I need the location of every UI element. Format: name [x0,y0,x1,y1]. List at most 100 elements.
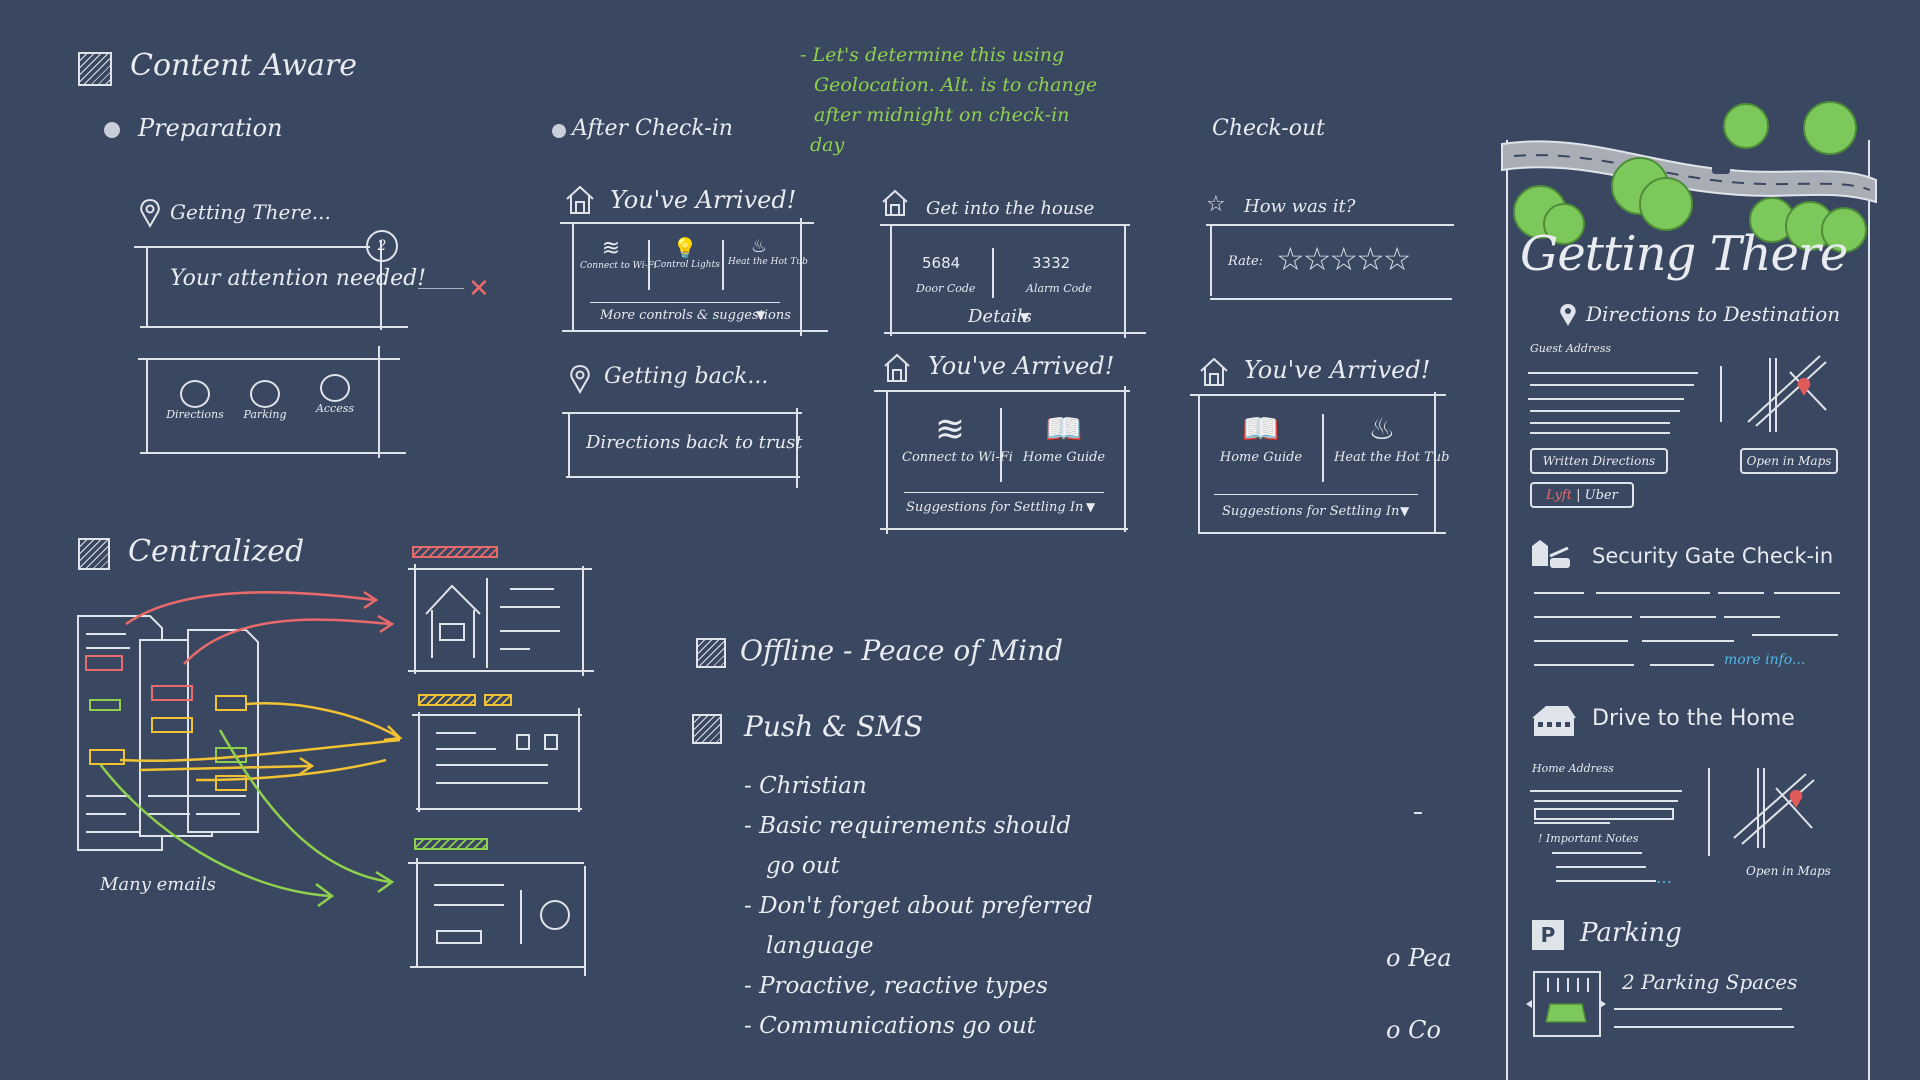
push-item-comms: - Communications go out [744,1013,1036,1039]
open-in-maps-link[interactable]: Open in Maps [1746,864,1831,878]
checkout-suggestions-link[interactable]: Suggestions for Settling In [1222,504,1400,519]
label-get-into-house: Get into the house [926,198,1095,219]
map-thumbnail [1747,355,1827,432]
alarm-code-label: Alarm Code [1026,282,1092,295]
priority-bar-green [414,838,488,850]
phone-title: Getting There [1520,226,1848,282]
bullet-preparation [104,122,120,138]
label-getting-back: Getting back... [604,364,769,389]
access-button[interactable]: Access [300,374,370,415]
geolocation-note: - Let's determine this using Geolocation… [800,44,1098,156]
hot-tub-button[interactable]: ♨ Heat the Hot Tub [728,236,808,267]
priority-bar-yellow [418,694,476,706]
gate-car-icon [1532,540,1570,568]
security-heading: Security Gate Check-in [1592,544,1834,568]
phone-frame [1506,140,1870,1080]
checkbox-content-aware [78,52,112,86]
door-code-label: Door Code [916,282,976,295]
parking-heading: Parking [1580,918,1682,948]
checkbox-centralized [78,538,110,570]
access-icon [320,374,350,402]
checkbox-push [692,714,722,744]
bullet-after-checkin [552,124,566,138]
house-sketch-icon [425,584,481,658]
details-link[interactable]: Details [968,306,1032,327]
home-guide-button-2[interactable]: 📖 Home Guide [1212,410,1310,465]
location-pin-icon [140,198,160,229]
house-icon-4 [1200,357,1228,386]
edge-item-2: o Co [1386,1016,1441,1044]
push-item-language: - Don't forget about preferred [744,893,1093,919]
label-many-emails: Many emails [100,874,216,895]
house-icon-2 [882,189,908,216]
home-address-label: Home Address [1532,762,1614,775]
label-getting-there: Getting There... [170,200,331,224]
chevron-down-icon: ▼ [756,308,766,322]
parking-icon [250,380,280,408]
input-sketch [436,930,482,944]
book-icon: 📖 [1045,412,1083,447]
label-how-was-it: How was it? [1244,196,1356,217]
directions-icon [180,380,210,408]
wifi-icon: ≋ [601,236,621,261]
wifi-button-2[interactable]: ≋ Connect to Wi-Fi [902,409,1013,466]
edge-item-1: o Pea [1386,944,1452,972]
heading-centralized: Centralized [128,534,305,569]
priority-bar-red [412,546,498,558]
rideshare-button[interactable]: Lyft | Uber [1530,482,1634,508]
priority-bar-yellow-2 [484,694,512,706]
lights-button[interactable]: 💡 Control Lights [654,236,720,270]
door-code-value: 5684 [922,254,961,272]
chevron-down-icon-4: ▼ [1400,504,1410,518]
home-building-icon [1532,706,1576,736]
hot-tub-icon: ♨ [750,236,768,257]
address-field [1534,808,1674,820]
more-controls-link[interactable]: More controls & suggestions [600,308,791,323]
arrived-controls: ≋ Connect to Wi-Fi 💡 Control Lights ♨ He… [580,236,808,296]
thumb-icon [516,734,530,750]
arrived-title-2: You've Arrived! [928,352,1115,380]
wifi-icon-2: ≋ [934,409,966,450]
book-icon-2: 📖 [1242,412,1280,447]
directions-button[interactable]: Directions [160,380,230,421]
location-pin-icon-2 [570,364,590,395]
push-item-types: - Proactive, reactive types [744,973,1048,999]
location-pin-icon-3 [1560,304,1576,326]
push-items: - Christian - Basic requirements should … [744,766,1093,1046]
home-guide-button[interactable]: 📖 Home Guide [1016,410,1112,465]
label-preparation: Preparation [138,114,283,142]
lightbulb-icon: 💡 [672,236,698,260]
written-directions-button[interactable]: Written Directions [1530,448,1668,474]
chevron-down-icon-3: ▼ [1086,500,1096,514]
push-item-christian: - Christian [744,773,867,799]
important-notes-label: ! Important Notes [1538,832,1639,845]
star-icon: ☆ [1206,192,1226,217]
suggestions-link[interactable]: Suggestions for Settling In [906,500,1084,515]
thumb-icon-2 [544,734,558,750]
circle-icon [540,900,570,930]
heading-content-aware: Content Aware [130,48,358,83]
house-icon-3 [884,353,910,382]
map-thumbnail-2 [1733,768,1815,848]
parking-spaces-illustration [1526,971,1606,1037]
attention-message[interactable]: Your attention needed! [170,266,427,291]
arrived-title: You've Arrived! [610,186,797,214]
chevron-down-icon-2: ▼ [1020,310,1030,324]
hot-tub-icon-2: ♨ [1368,412,1396,447]
parking-button[interactable]: Parking [230,380,300,421]
directions-back-button[interactable]: Directions back to trust [586,432,803,453]
close-icon[interactable]: ✕ [468,274,490,304]
rating-stars[interactable]: ☆☆☆☆☆ [1276,240,1411,278]
alarm-code-value: 3332 [1032,254,1071,272]
guest-address-label: Guest Address [1530,342,1612,355]
flow-arrows [99,590,403,908]
label-after-checkin: After Check-in [572,116,733,141]
heading-push: Push & SMS [744,710,924,743]
hot-tub-button-2[interactable]: ♨ Heat the Hot Tub [1334,412,1450,465]
checkout-arrived-title: You've Arrived! [1244,356,1431,384]
wifi-button[interactable]: ≋ Connect to Wi-Fi [580,236,657,271]
open-in-maps-button[interactable]: Open in Maps [1740,448,1838,474]
more-info-link[interactable]: more info... [1724,652,1806,668]
attention-badge: 2 [366,230,398,262]
directions-heading: Directions to Destination [1586,302,1841,326]
